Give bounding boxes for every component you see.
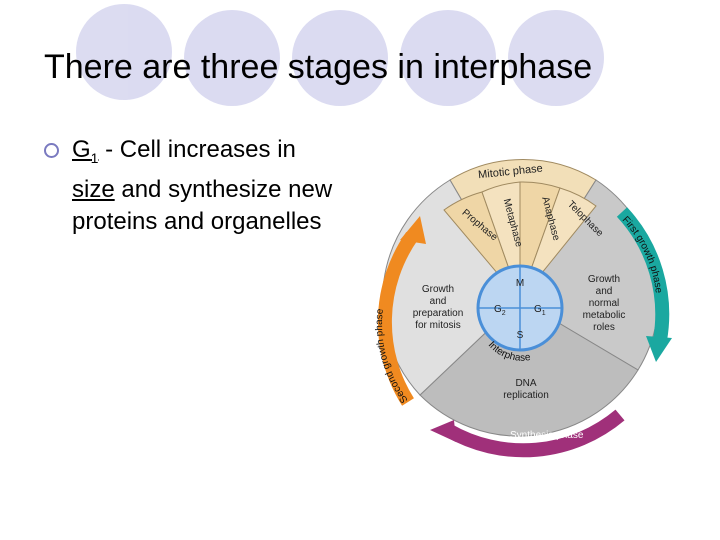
g2-text-3: preparation — [413, 308, 464, 319]
g1-text-3: normal — [589, 298, 620, 309]
s-text-1: DNA — [515, 378, 536, 389]
bullet-circle-icon — [44, 143, 59, 158]
first-growth-arrowhead-icon — [646, 336, 672, 362]
synthesis-arrowhead-icon — [430, 420, 456, 442]
synthesis-label: Synthesis phase — [510, 430, 584, 441]
center-g1: G1 — [534, 304, 546, 317]
bullet-text: G1 - Cell increases in size and synthesi… — [72, 136, 333, 235]
decorative-circles — [76, 4, 604, 106]
g2-text-4: for mitosis — [415, 320, 461, 331]
g2-text-2: and — [430, 296, 447, 307]
g2-text-1: Growth — [422, 284, 454, 295]
bullet-item: G1 - Cell increases in size and synthesi… — [44, 134, 344, 238]
g1-term: G1 — [72, 136, 99, 166]
g1-text-5: roles — [593, 322, 615, 333]
second-growth-arrow — [377, 231, 418, 406]
s-sector — [419, 299, 639, 437]
slide-title: There are three stages in interphase — [44, 48, 593, 86]
center-g2: G2 — [494, 304, 506, 317]
g1-text-4: metabolic — [583, 310, 626, 321]
second-growth-arrowhead-icon — [400, 216, 426, 244]
synthesis-arrow — [444, 409, 625, 458]
cell-cycle-diagram: Mitotic phase Prophase Metaphase Anaphas… — [374, 158, 672, 458]
first-growth-arrow — [616, 207, 670, 342]
center-s: S — [517, 330, 524, 341]
s-text-2: replication — [503, 390, 549, 401]
g1-text-1: Growth — [588, 274, 620, 285]
center-m: M — [516, 278, 524, 289]
size-word: size — [72, 175, 115, 203]
g1-text-2: and — [596, 286, 613, 297]
